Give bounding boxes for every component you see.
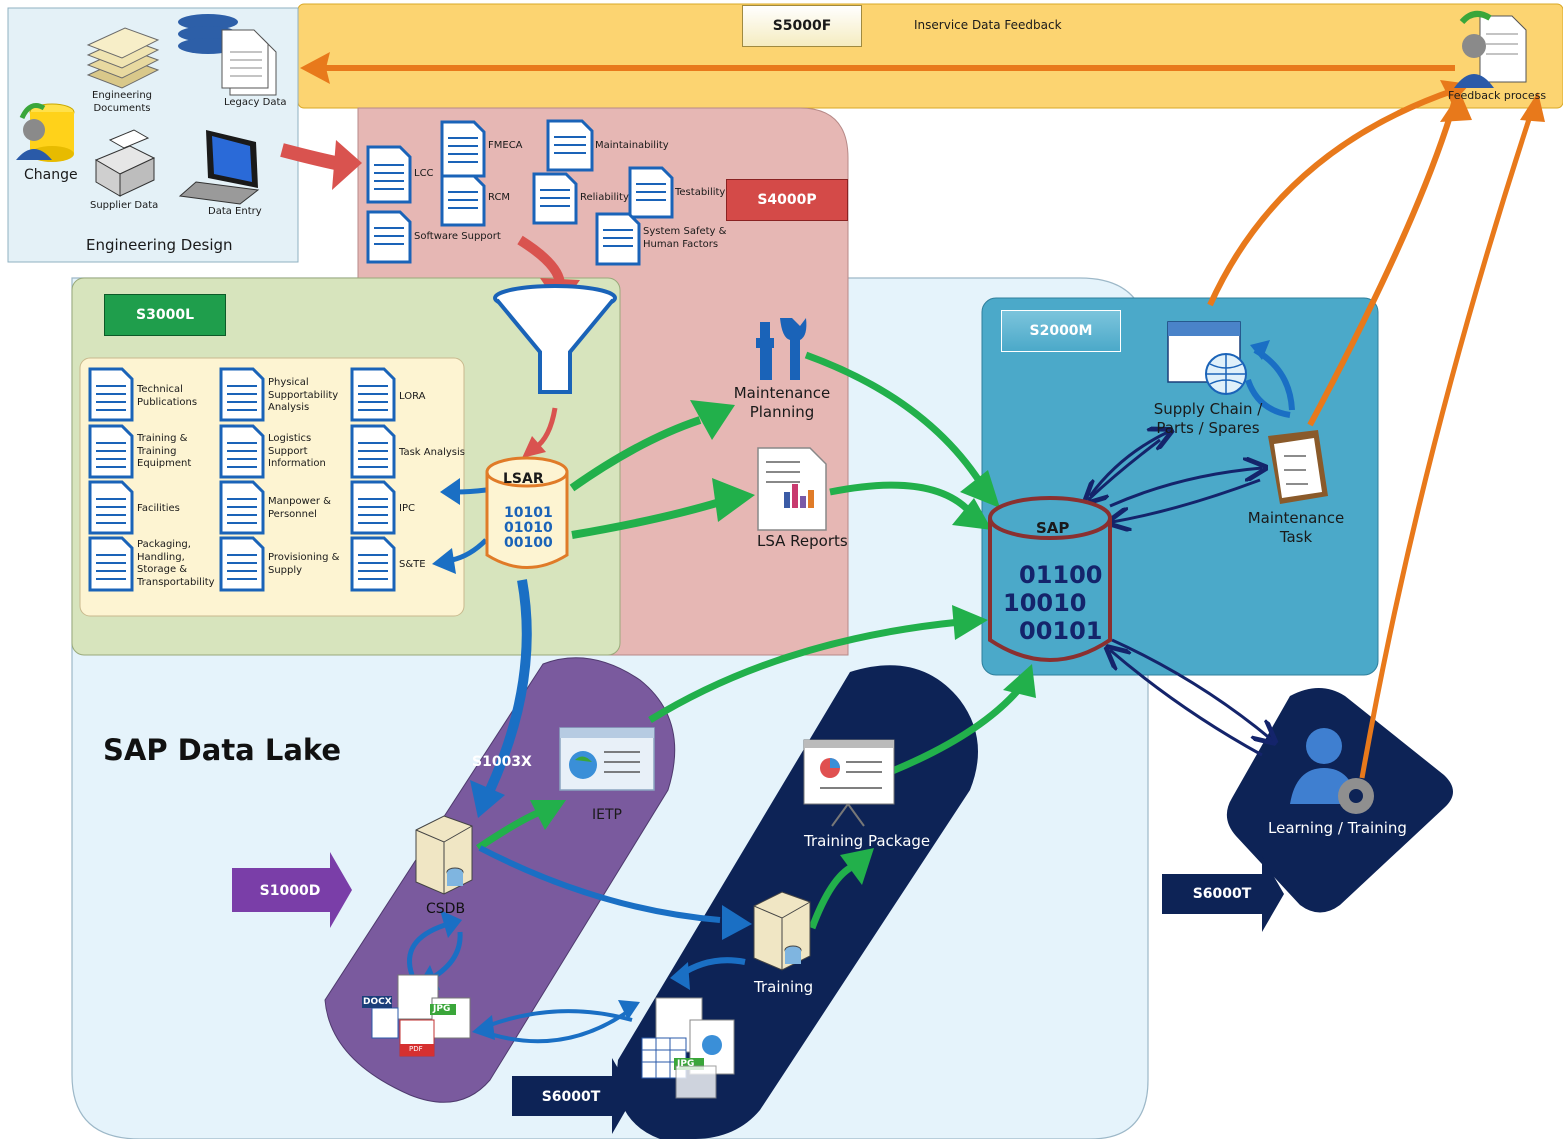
training-label: Training <box>754 978 814 996</box>
maintenance-task-icon <box>1268 430 1328 504</box>
doc-ste-label: S&TE <box>399 559 426 570</box>
jpg-label-s1000d: JPG <box>433 1004 451 1014</box>
doc-physical-supportability-label: Physical Supportability Analysis <box>268 377 339 413</box>
s2000m-tag[interactable]: S2000M <box>1001 310 1121 352</box>
sap-cylinder <box>988 496 1112 662</box>
training-package-label: Training Package <box>804 832 931 850</box>
legacy-data-icon <box>178 14 277 96</box>
doc-system-safety-label: System Safety & Human Factors <box>643 226 727 250</box>
s3000l-tag[interactable]: S3000L <box>104 294 226 336</box>
ietp-label: IETP <box>592 807 622 823</box>
lsar-bits-3: 00100 <box>504 535 553 551</box>
supply-chain-label: Supply Chain / Parts / Spares <box>1153 400 1263 437</box>
maintenance-planning-label: Maintenance Planning <box>733 384 831 421</box>
training-package-icon <box>803 739 895 827</box>
s1000d-tag[interactable]: S1000D <box>259 883 321 899</box>
s1000d-file-icons <box>362 974 471 1057</box>
inservice-feedback-label: Inservice Data Feedback <box>914 18 1062 32</box>
engineering-design-title: Engineering Design <box>86 236 233 254</box>
feedback-process-icon <box>1454 10 1527 88</box>
engineering-documents-icon <box>86 27 160 89</box>
sap-bits-3: 00101 <box>1019 617 1103 645</box>
data-entry-label: Data Entry <box>208 206 262 217</box>
maintenance-task-label: Maintenance Task <box>1247 509 1345 546</box>
engineering-documents-label: Engineering Documents <box>92 90 152 114</box>
lsar-cylinder <box>485 456 569 569</box>
sap-bits-1: 01100 <box>1019 561 1103 589</box>
lsar-bits-1: 10101 <box>504 505 553 521</box>
feedback-process-label: Feedback process <box>1448 89 1547 102</box>
s1000d-arrow-tag <box>232 852 352 928</box>
supply-chain-icon <box>1167 321 1247 395</box>
learning-person-icon <box>1290 728 1374 814</box>
doc-training-equipment-label: Training & Training Equipment <box>137 433 192 469</box>
docx-label: DOCX <box>363 997 392 1007</box>
doc-rcm-label: RCM <box>488 192 511 203</box>
learning-training-label: Learning / Training <box>1268 819 1407 837</box>
doc-maintainability-label: Maintainability <box>595 140 669 151</box>
doc-lcc-label: LCC <box>414 168 434 179</box>
maintenance-tools-icon <box>756 318 807 380</box>
csdb-server-icon <box>415 815 473 895</box>
s6000t-arrow-tag-bottom <box>512 1058 634 1134</box>
lsa-reports-icon <box>757 447 827 531</box>
training-server-icon <box>753 891 811 971</box>
lsar-bits-2: 01010 <box>504 520 553 536</box>
legacy-data-label: Legacy Data <box>224 97 287 108</box>
doc-manpower-label: Manpower & Personnel <box>268 496 331 520</box>
change-label: Change <box>24 167 78 183</box>
s4000p-tag[interactable]: S4000P <box>726 179 848 221</box>
doc-testability-label: Testability <box>675 187 726 198</box>
s6000t-arrow-tag-right <box>1162 856 1284 932</box>
s1003x-label: S1003X <box>472 754 532 770</box>
doc-task-analysis-label: Task Analysis <box>399 447 465 458</box>
s6000t-file-icons <box>641 997 735 1099</box>
sap-title: SAP <box>1036 519 1070 537</box>
supplier-data-label: Supplier Data <box>90 200 159 211</box>
lsa-reports-label: LSA Reports <box>757 532 848 550</box>
lsar-title: LSAR <box>503 471 544 487</box>
supplier-data-icon <box>94 129 156 197</box>
s6000t-tag-bottom[interactable]: S6000T <box>541 1089 601 1105</box>
pdf-label: PDF <box>409 1045 423 1053</box>
doc-reliability-label: Reliability <box>580 192 629 203</box>
funnel-icon <box>493 284 617 394</box>
doc-fmeca-label: FMECA <box>488 140 523 151</box>
ietp-icon <box>559 727 655 791</box>
jpg-label-s6000t: JPG <box>677 1059 695 1069</box>
doc-logistics-support-label: Logistics Support Information <box>268 433 326 469</box>
change-icon <box>16 103 75 162</box>
data-lake-title: SAP Data Lake <box>103 733 342 767</box>
doc-packaging-label: Packaging, Handling, Storage & Transport… <box>137 539 215 588</box>
doc-provisioning-label: Provisioning & Supply <box>268 552 340 576</box>
s6000t-tag-right[interactable]: S6000T <box>1192 886 1252 902</box>
doc-software-support-label: Software Support <box>414 231 501 242</box>
sap-bits-2: 10010 <box>1003 589 1087 617</box>
doc-lora-label: LORA <box>399 391 426 402</box>
data-entry-icon <box>178 130 260 205</box>
csdb-label: CSDB <box>426 901 466 917</box>
s5000f-tag[interactable]: S5000F <box>742 5 862 47</box>
doc-facilities-label: Facilities <box>137 503 180 514</box>
doc-technical-publications-label: Technical Publications <box>137 384 198 408</box>
doc-ipc-label: IPC <box>399 503 415 514</box>
